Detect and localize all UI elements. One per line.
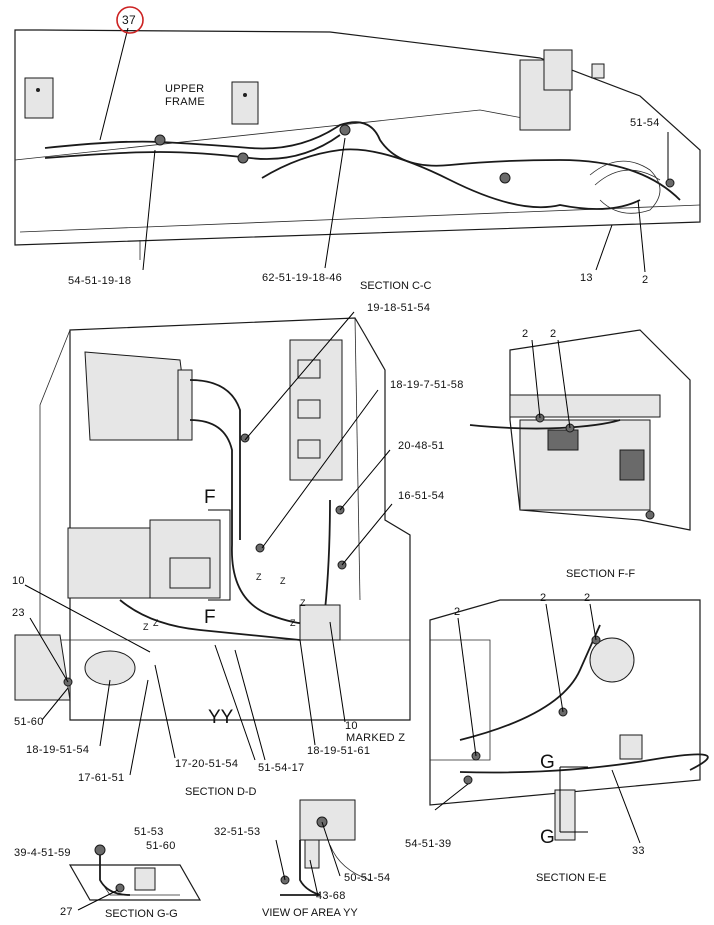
part-label: 27 (60, 906, 73, 918)
z-marker: Z (153, 618, 159, 628)
part-label: 18-19-7-51-58 (390, 379, 464, 391)
part-label: 50-51-54 (344, 872, 391, 884)
part-label: 13 (580, 272, 593, 284)
part-label: 32-51-53 (214, 826, 261, 838)
part-label: 17-61-51 (78, 772, 125, 784)
view-letter: F (204, 487, 216, 508)
section-ff-drawing (469, 329, 691, 531)
part-label: 16-51-54 (398, 490, 445, 502)
part-label: 51-60 (14, 716, 44, 728)
marked-z-label: MARKED Z (346, 732, 406, 744)
part-label: 2 (584, 592, 591, 604)
part-label: 19-18-51-54 (367, 302, 431, 314)
view-yy-drawing (275, 799, 371, 897)
view-yy-caption: VIEW OF AREA YY (262, 907, 358, 919)
part-label: 51-53 (134, 826, 164, 838)
section-cc-caption: SECTION C-C (360, 280, 432, 292)
part-label: 23 (12, 607, 25, 619)
view-letter: F (204, 607, 216, 628)
section-gg-caption: SECTION G-G (105, 908, 178, 920)
section-dd-caption: SECTION D-D (185, 786, 257, 798)
part-label: 18-19-51-54 (26, 744, 90, 756)
part-label: 54-51-19-18 (68, 275, 132, 287)
part-label: 2 (642, 274, 649, 286)
view-letter: G (540, 752, 555, 773)
section-ff-caption: SECTION F-F (566, 568, 636, 580)
part-label: 2 (522, 328, 529, 340)
view-letter: G (540, 827, 555, 848)
part-label: 62-51-19-18-46 (262, 272, 343, 284)
part-label: 43-68 (316, 890, 346, 902)
part-label: 51-54-17 (258, 762, 305, 774)
part-label: 17-20-51-54 (175, 758, 239, 770)
upper-frame-label-line1: UPPER (165, 83, 205, 95)
part-label: 51-60 (146, 840, 176, 852)
part-label: 39-4-51-59 (14, 847, 71, 859)
upper-frame-label-line2: FRAME (165, 96, 205, 108)
callout-ring (116, 6, 144, 34)
section-cc-drawing (14, 27, 701, 273)
part-label: 2 (540, 592, 547, 604)
part-label: 54-51-39 (405, 838, 452, 850)
part-label: 18-19-51-61 (307, 745, 371, 757)
section-gg-drawing (68, 844, 202, 911)
z-marker: Z (290, 618, 296, 628)
part-label: 2 (454, 606, 461, 618)
section-ee-drawing (429, 599, 709, 844)
section-ee-caption: SECTION E-E (536, 872, 607, 884)
part-label: 10 (345, 720, 358, 732)
view-letter: YY (208, 707, 234, 728)
z-marker: Z (143, 622, 149, 632)
section-dd-drawing (14, 311, 411, 776)
z-marker: Z (280, 576, 286, 586)
z-marker: Z (300, 598, 306, 608)
part-label: 33 (632, 845, 645, 857)
callout-number: 37 (122, 13, 136, 27)
part-label: 10 (12, 575, 25, 587)
part-label: 51-54 (630, 117, 660, 129)
part-label: 20-48-51 (398, 440, 445, 452)
z-marker: Z (256, 572, 262, 582)
part-label: 2 (550, 328, 557, 340)
